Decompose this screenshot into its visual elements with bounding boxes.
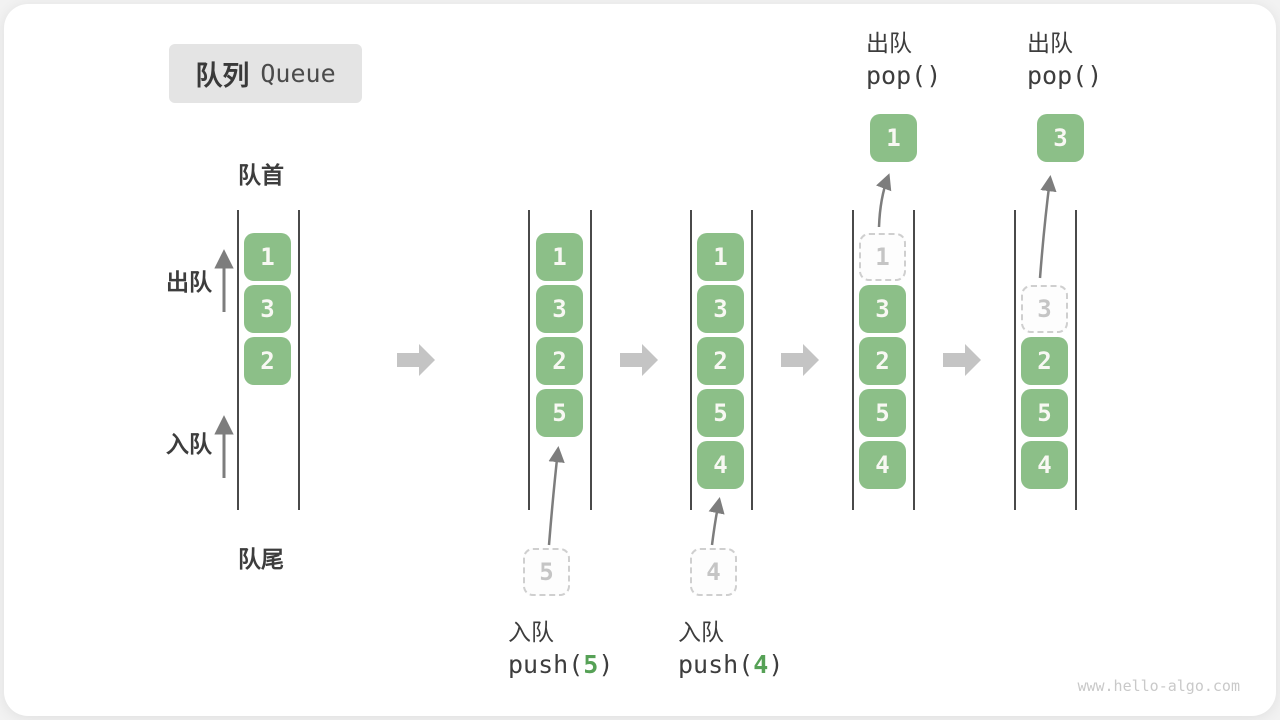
- queue-container-line: [751, 210, 753, 510]
- enqueue-op-label: 入队 push(5): [508, 617, 613, 682]
- pending-cell: 5: [523, 548, 570, 596]
- dequeue-op-label: 出队 pop(): [1027, 28, 1102, 93]
- queue-cell: 3: [536, 285, 583, 333]
- op-action-text: 出队: [866, 30, 912, 56]
- title-box: 队列 Queue: [169, 44, 362, 103]
- queue-container-line: [913, 210, 915, 510]
- queue-container-line: [298, 210, 300, 510]
- enqueue-arrow-push5-icon: [547, 445, 565, 546]
- queue-rear-label: 队尾: [238, 546, 284, 572]
- queue-cell: 3: [859, 285, 906, 333]
- queue-cell: 4: [859, 441, 906, 489]
- queue-cell-dashed: 3: [1021, 285, 1068, 333]
- queue-cell: 1: [697, 233, 744, 281]
- flow-arrow-icon: [943, 344, 981, 376]
- queue-cell: 3: [244, 285, 291, 333]
- flow-arrow-icon: [620, 344, 658, 376]
- queue-container-line: [1075, 210, 1077, 510]
- op-action-text: 入队: [508, 619, 554, 645]
- queue-cell: 5: [1021, 389, 1068, 437]
- op-action-text: 入队: [678, 619, 724, 645]
- dequeue-side-label: 出队: [166, 269, 212, 295]
- queue-container-line: [590, 210, 592, 510]
- watermark: www.hello-algo.com: [1077, 677, 1240, 695]
- enqueue-side-label: 入队: [166, 431, 212, 457]
- enqueue-op-label: 入队 push(4): [678, 617, 783, 682]
- queue-cell: 5: [536, 389, 583, 437]
- op-code-text: push(5): [508, 650, 614, 679]
- flow-arrow-icon: [781, 344, 819, 376]
- queue-container-line: [690, 210, 692, 510]
- queue-cell: 2: [859, 337, 906, 385]
- queue-cell: 4: [697, 441, 744, 489]
- queue-container-line: [852, 210, 854, 510]
- dequeue-op-label: 出队 pop(): [866, 28, 941, 93]
- dequeue-arrow-pop3-icon: [1038, 174, 1057, 279]
- queue-front-label: 队首: [238, 162, 284, 188]
- op-code-text: push(4): [678, 650, 784, 679]
- queue-container-line: [237, 210, 239, 510]
- queue-cell: 2: [1021, 337, 1068, 385]
- queue-cell: 2: [697, 337, 744, 385]
- queue-cell: 5: [859, 389, 906, 437]
- dequeue-arrow-pop1-icon: [876, 173, 892, 228]
- op-code-text: pop(): [866, 61, 942, 90]
- queue-container-line: [1014, 210, 1016, 510]
- queue-container-line: [528, 210, 530, 510]
- flow-arrow-icon: [397, 344, 435, 376]
- queue-cell: 2: [536, 337, 583, 385]
- queue-cell-dashed: 1: [859, 233, 906, 281]
- op-code-text: pop(): [1027, 61, 1103, 90]
- queue-cell: 3: [697, 285, 744, 333]
- popped-cell: 3: [1037, 114, 1084, 162]
- title-zh: 队列: [195, 61, 250, 91]
- queue-cell: 2: [244, 337, 291, 385]
- queue-cell: 5: [697, 389, 744, 437]
- title-en: Queue: [260, 59, 336, 88]
- queue-cell: 1: [244, 233, 291, 281]
- pending-cell: 4: [690, 548, 737, 596]
- popped-cell: 1: [870, 114, 917, 162]
- queue-cell: 1: [536, 233, 583, 281]
- queue-cell: 4: [1021, 441, 1068, 489]
- enqueue-arrow-push4-icon: [708, 497, 725, 546]
- op-action-text: 出队: [1027, 30, 1073, 56]
